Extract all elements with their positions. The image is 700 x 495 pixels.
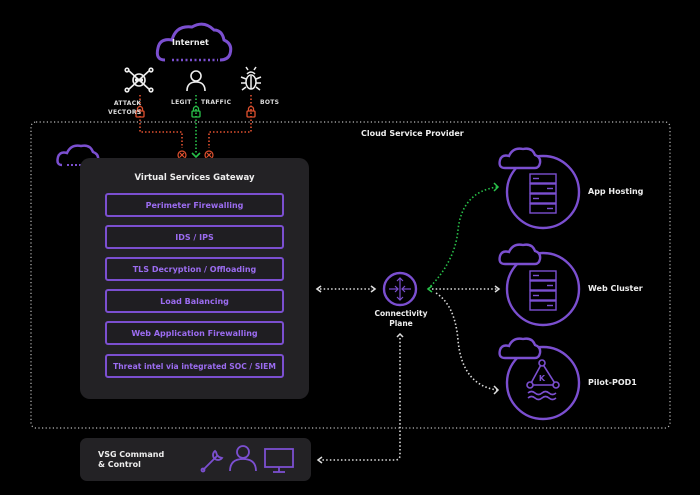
app-hosting-link <box>427 186 498 290</box>
bug-icon <box>240 66 262 91</box>
app-hosting-node[interactable] <box>498 147 581 230</box>
arrow-icon <box>396 332 404 338</box>
pilot-pod-link <box>435 292 498 391</box>
service-perimeter-firewalling[interactable]: Perimeter Firewalling <box>105 193 284 217</box>
service-load-balancing[interactable]: Load Balancing <box>105 289 284 313</box>
command-control-label: VSG Command & Control <box>98 450 164 470</box>
cloud-icon <box>498 337 542 360</box>
service-threat-intel[interactable]: Threat intel via integrated SOC / SIEM <box>105 354 284 378</box>
internet-cloud-icon <box>155 22 233 62</box>
web-cluster-label: Web Cluster <box>588 284 643 293</box>
bots-label: BOTS <box>260 99 280 106</box>
arrow-icon <box>494 285 501 293</box>
vsg-command-control[interactable]: VSG Command & Control <box>80 438 311 481</box>
bots-path <box>208 95 252 148</box>
pilot-pod1-node[interactable]: K <box>498 337 581 421</box>
lock-icon-bots <box>246 105 256 118</box>
virtual-services-gateway[interactable]: Virtual Services Gateway Perimeter Firew… <box>80 158 309 399</box>
attack-path <box>139 95 183 148</box>
allowed-arrow-icon <box>191 152 201 159</box>
app-hosting-label: App Hosting <box>588 187 644 196</box>
service-ids-ips[interactable]: IDS / IPS <box>105 225 284 249</box>
service-waf[interactable]: Web Application Firewalling <box>105 321 284 345</box>
label-line: Plane <box>389 319 413 328</box>
gateway-title: Virtual Services Gateway <box>134 173 255 183</box>
svg-text:K: K <box>539 374 546 383</box>
label-line: VSG Command <box>98 450 165 459</box>
lock-icon-legit <box>191 105 201 118</box>
user-icon <box>229 445 257 472</box>
command-control-link <box>322 338 401 461</box>
connectivity-plane-icon[interactable] <box>382 271 418 307</box>
arrow-icon <box>493 385 500 395</box>
server-rack-icon <box>529 173 557 214</box>
service-tls-decryption[interactable]: TLS Decryption / Offloading <box>105 257 284 281</box>
label-line: ATTACK <box>113 100 142 107</box>
arrow-icon <box>493 182 500 192</box>
arrow-icon <box>426 285 433 293</box>
cloud-icon <box>498 243 542 266</box>
connectivity-plane-label: Connectivity Plane <box>370 309 432 329</box>
label-line: & Control <box>98 460 141 469</box>
attack-vectors-label: ATTACK VECTORS <box>108 99 141 117</box>
internet-label: Internet <box>172 38 209 47</box>
wrench-icon <box>200 449 224 473</box>
kubernetes-icon: K <box>526 359 560 401</box>
legit-label: LEGIT <box>171 99 192 106</box>
arrow-icon <box>316 456 323 464</box>
traffic-label: TRAFFIC <box>201 99 232 106</box>
monitor-icon <box>264 448 294 473</box>
label-line: Connectivity <box>374 309 428 318</box>
cloud-icon <box>498 147 542 170</box>
cloud-provider-boundary <box>30 121 671 429</box>
skull-crossbones-icon <box>124 67 154 93</box>
user-icon <box>186 70 206 92</box>
gateway-link <box>315 285 377 293</box>
label-line: VECTORS <box>108 109 142 116</box>
server-rack-icon <box>529 270 557 311</box>
cloud-provider-label: Cloud Service Provider <box>361 129 464 138</box>
pilot-pod1-label: Pilot-POD1 <box>588 378 637 387</box>
lock-icon-attack <box>135 105 145 118</box>
web-cluster-node[interactable] <box>498 243 581 327</box>
